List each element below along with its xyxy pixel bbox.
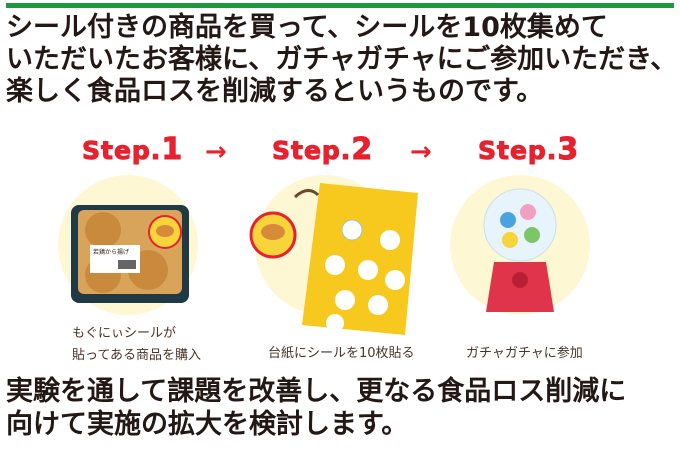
intro-line: 楽しく食品ロスを削減するというものです。 bbox=[6, 76, 544, 107]
arrow-icon: → bbox=[205, 137, 227, 167]
step-2-caption: 台紙にシールを10枚貼る bbox=[268, 346, 415, 361]
step-1-heading: Step.1 bbox=[81, 132, 184, 168]
package-label: 若鶏から揚げ bbox=[93, 249, 130, 256]
top-green-bar bbox=[6, 3, 674, 8]
caption-line: もぐにぃシールが bbox=[72, 326, 177, 341]
step-2-heading: Step.2 bbox=[271, 132, 374, 168]
intro-line: シール付きの商品を買って、シールを10枚集めて bbox=[6, 12, 608, 43]
step-3-heading: Step.3 bbox=[477, 132, 580, 168]
food-package-illustration bbox=[71, 205, 189, 303]
sticker-card-illustration bbox=[249, 183, 418, 335]
intro-text: シール付きの商品を買って、シールを10枚集めて いただいたお客様に、ガチャガチャ… bbox=[6, 12, 677, 108]
caption-line: 貼ってある商品を購入 bbox=[72, 348, 201, 363]
step-3-caption: ガチャガチャに参加 bbox=[466, 346, 583, 361]
step-1-caption: もぐにぃシールが 貼ってある商品を購入 bbox=[72, 323, 201, 367]
conclusion-text: 実験を通して課題を改善し、更なる食品ロス削減に 向けて実施の拡大を検討します。 bbox=[6, 375, 626, 441]
conclusion-line: 実験を通して課題を改善し、更なる食品ロス削減に bbox=[6, 376, 627, 407]
intro-line: いただいたお客様に、ガチャガチャにご参加いただき、 bbox=[6, 44, 678, 75]
arrow-icon: → bbox=[410, 137, 432, 167]
conclusion-line: 向けて実施の拡大を検討します。 bbox=[6, 409, 409, 440]
gacha-machine-illustration bbox=[483, 188, 557, 312]
